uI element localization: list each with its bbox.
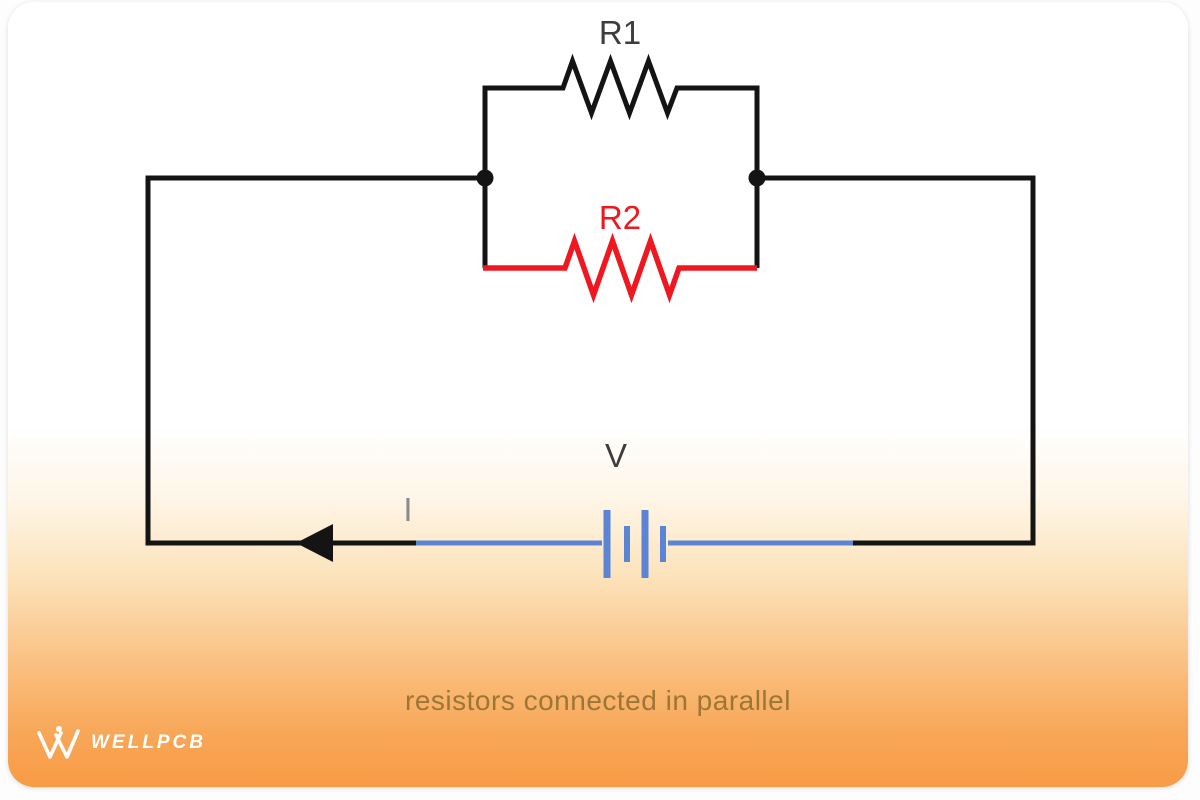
r1-label: R1 bbox=[599, 14, 641, 51]
wire-outer-right bbox=[757, 175, 1036, 546]
battery-short-plates bbox=[624, 526, 666, 562]
brand-name: WELLPCB bbox=[91, 732, 206, 753]
current-arrow-icon bbox=[296, 524, 333, 562]
resistor-r1-branch bbox=[482, 53, 760, 178]
figure-caption: resistors connected in parallel bbox=[405, 685, 791, 716]
figure-card bbox=[8, 2, 1188, 787]
junction-dot-right bbox=[748, 169, 766, 187]
wire-r2-stubs bbox=[482, 178, 760, 268]
current-label: I bbox=[403, 491, 412, 528]
brand-logo: WELLPCB bbox=[36, 723, 206, 763]
r2-label: R2 bbox=[599, 199, 641, 236]
wellpcb-logo-icon bbox=[37, 726, 80, 759]
voltage-label: V bbox=[605, 437, 627, 474]
resistor-r2-branch bbox=[483, 232, 757, 304]
wire-outer-left bbox=[145, 175, 485, 546]
battery-long-plates bbox=[603, 510, 649, 578]
junction-dot-left bbox=[476, 169, 494, 187]
